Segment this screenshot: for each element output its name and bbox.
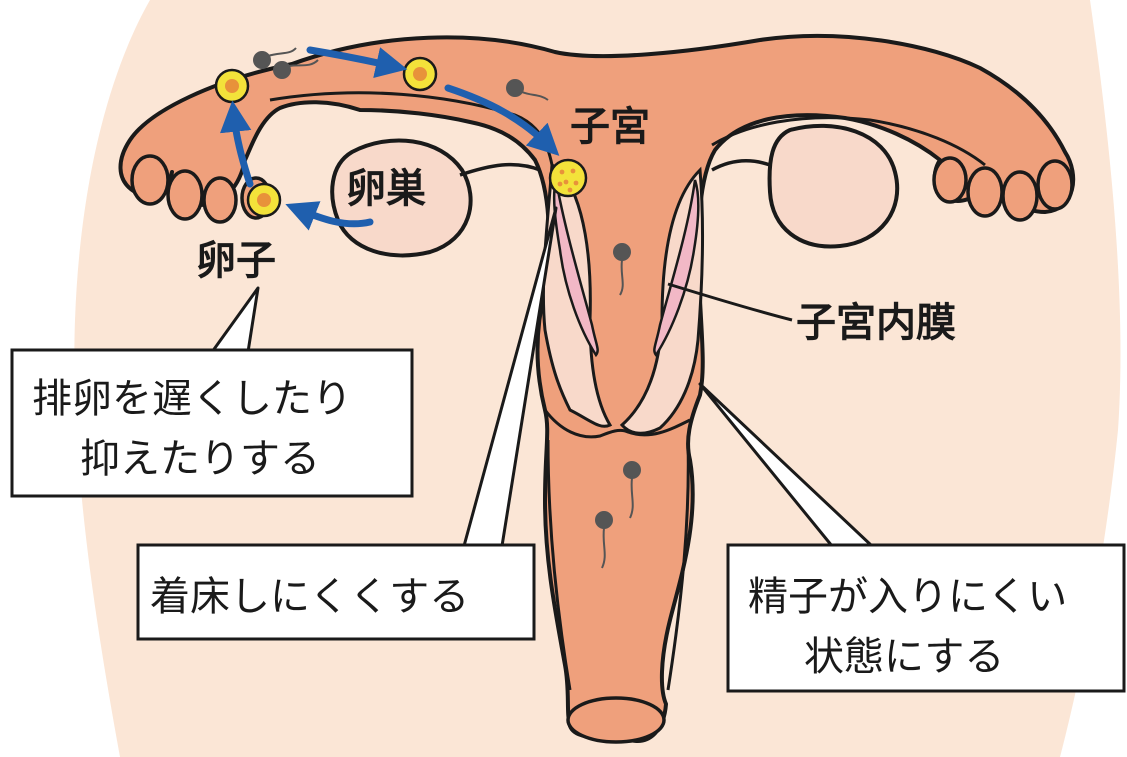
callout-implantation-text: 着床しにくくする — [150, 574, 469, 620]
fertilized-egg — [550, 160, 586, 196]
label-uterus: 子宮 — [570, 104, 650, 150]
label-endometrium: 子宮内膜 — [796, 300, 956, 346]
right-ovary — [770, 126, 898, 247]
egg-in-fimbria — [216, 70, 248, 102]
callout-ovulation-line-2: 抑えたりする — [80, 436, 320, 482]
egg-near-ovary — [248, 184, 280, 216]
label-ovary: 卵巣 — [346, 166, 426, 212]
callout-ovulation-line-1: 排卵を遅くしたり — [32, 376, 352, 422]
vaginal-opening — [568, 698, 664, 742]
callout-sperm-line-2: 状態にする — [804, 634, 1004, 680]
callout-sperm-line-1: 精子が入りにくい — [748, 574, 1067, 620]
egg-in-tube — [404, 58, 436, 90]
label-egg: 卵子 — [196, 238, 276, 284]
